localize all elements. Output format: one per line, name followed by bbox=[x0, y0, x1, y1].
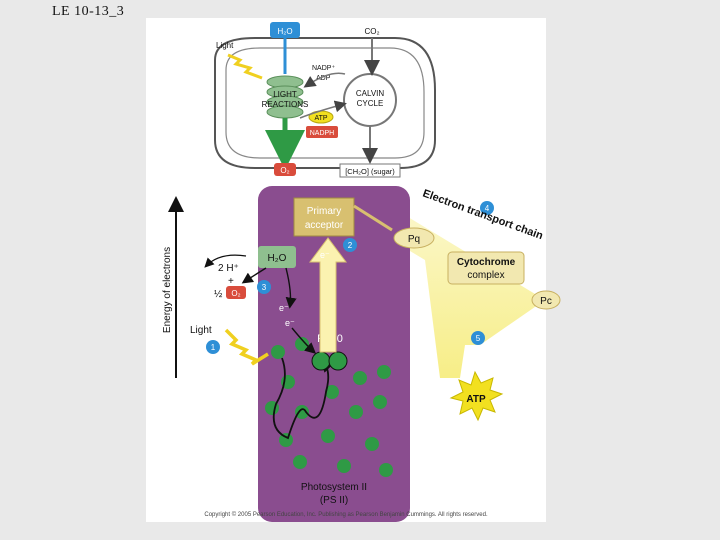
h2o-input-label: H₂O bbox=[277, 27, 292, 36]
photosystem-name-2: (PS II) bbox=[320, 495, 348, 506]
photosystem-name-1: Photosystem II bbox=[301, 482, 367, 493]
chloroplast-inner-membrane bbox=[225, 47, 425, 159]
step-badge-1: 1 bbox=[206, 340, 220, 354]
cytochrome-label-2: complex bbox=[467, 270, 504, 281]
chloroplast-outer-membrane bbox=[214, 37, 436, 169]
water-label: H₂O bbox=[268, 253, 287, 264]
energy-transfer-path bbox=[272, 357, 335, 440]
p680-left bbox=[311, 351, 331, 371]
cytochrome-label-1: Cytochrome bbox=[457, 257, 516, 268]
electron-label-1: e⁻ bbox=[279, 303, 289, 313]
nadp-plus-label: NADP⁺ bbox=[312, 65, 335, 72]
step-badge-5: 5 bbox=[471, 331, 485, 345]
water-box bbox=[258, 246, 296, 268]
step-badge-1-label: 1 bbox=[211, 343, 216, 352]
etc-atp-label: ATP bbox=[466, 394, 486, 405]
sugar-output-label: [CH₂O] (sugar) bbox=[345, 167, 395, 176]
primary-acceptor-label-1: Primary bbox=[307, 206, 341, 217]
energy-axis-label: Energy of electrons bbox=[162, 247, 173, 333]
step-badge-2-label: 2 bbox=[348, 241, 353, 250]
adp-label: ADP bbox=[316, 75, 331, 82]
electron-label-2: e⁻ bbox=[285, 318, 295, 328]
etc-energy-path bbox=[325, 200, 545, 378]
pq-carrier bbox=[393, 227, 435, 249]
atp-starburst bbox=[449, 370, 504, 422]
co2-input-label: CO₂ bbox=[364, 27, 379, 36]
step-badge-4: 4 bbox=[480, 201, 494, 215]
pq-label: Pq bbox=[408, 234, 420, 245]
photosystem-light-label: Light bbox=[190, 325, 212, 336]
pc-carrier bbox=[531, 290, 561, 310]
chloroplast-light-label: Light bbox=[216, 41, 234, 50]
two-h-plus-label: 2 H⁺ bbox=[218, 263, 239, 274]
light-reactions-label-1: LIGHT bbox=[273, 90, 297, 99]
chloroplast-atp-label: ATP bbox=[314, 115, 327, 122]
plus-label: + bbox=[228, 276, 234, 287]
excitation-arrow bbox=[309, 237, 347, 353]
step-badge-2: 2 bbox=[343, 238, 357, 252]
chloroplast-light-bolt bbox=[227, 53, 263, 80]
step-badge-3: 3 bbox=[257, 280, 271, 294]
chloroplast-nadph-label: NADPH bbox=[310, 130, 335, 137]
o2-output-label: O₂ bbox=[280, 166, 289, 175]
etc-label-text: Electron transport chain bbox=[421, 188, 545, 243]
p680-right bbox=[328, 351, 348, 371]
calvin-cycle-label-2: CYCLE bbox=[357, 99, 384, 108]
step-badge-5-label: 5 bbox=[476, 334, 481, 343]
photosystem-light-bolt bbox=[224, 328, 269, 366]
primary-acceptor-label-2: acceptor bbox=[305, 220, 344, 231]
primary-acceptor-box bbox=[293, 197, 355, 237]
pc-label: Pc bbox=[540, 296, 552, 307]
calvin-cycle-label-1: CALVIN bbox=[356, 89, 385, 98]
excited-electron-label: e⁻ bbox=[320, 250, 330, 260]
etc-label: Electron transport chain bbox=[421, 188, 545, 243]
light-reactions-label-2: REACTIONS bbox=[262, 100, 309, 109]
half-o2-label: O₂ bbox=[231, 289, 240, 298]
step-badge-3-label: 3 bbox=[262, 283, 267, 292]
slide-title: LE 10-13_3 bbox=[52, 4, 125, 19]
half-label: ½ bbox=[214, 289, 223, 300]
cytochrome-complex-box bbox=[447, 251, 525, 285]
copyright-text: Copyright © 2005 Pearson Education, Inc.… bbox=[204, 511, 488, 518]
chloroplast-overview: H₂O CO₂ Light NADP⁺ ADP LIGHT REACTIONS … bbox=[214, 22, 436, 178]
step-badge-4-label: 4 bbox=[485, 204, 490, 213]
